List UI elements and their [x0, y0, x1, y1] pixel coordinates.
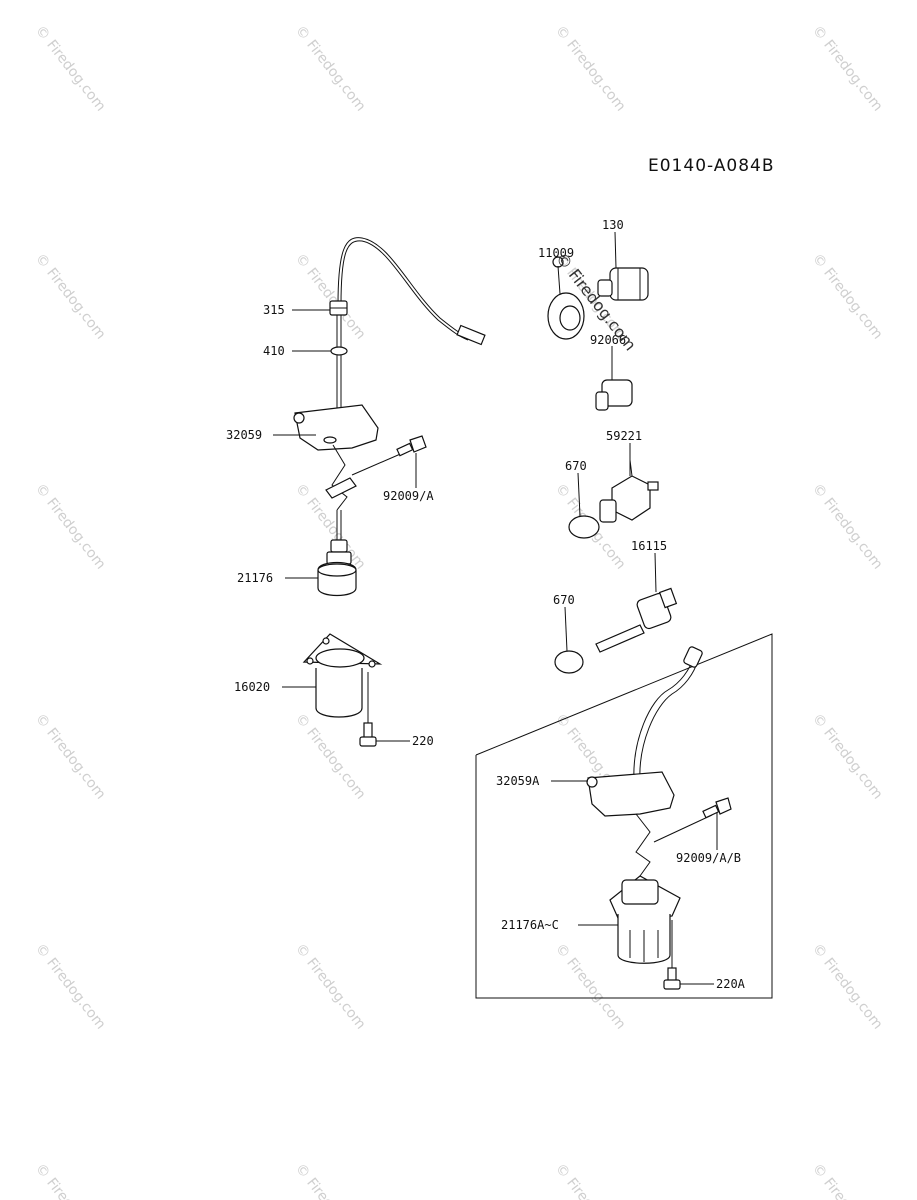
label-220a: 220A — [716, 977, 746, 991]
o-ring-icon-2 — [554, 650, 584, 674]
watermark-7: © Firedog.com — [809, 251, 886, 343]
watermark-11: © Firedog.com — [809, 481, 886, 573]
label-21176a-c: 21176A~C — [501, 918, 559, 932]
label-220: 220 — [412, 734, 434, 748]
label-410: 410 — [263, 344, 285, 358]
bolt-icon-2 — [702, 797, 732, 819]
watermark-5: © Firedog.com — [292, 251, 369, 343]
label-315: 315 — [263, 303, 285, 317]
label-670-lower: 670 — [553, 593, 575, 607]
bolt-icon — [396, 435, 427, 457]
screw-icon-2 — [663, 967, 681, 990]
label-130: 130 — [602, 218, 624, 232]
diagram-code: E0140-A084B — [648, 156, 775, 176]
watermark-22: © Firedog.com — [552, 1161, 629, 1200]
watermark-2: © Firedog.com — [552, 23, 629, 115]
watermark-13: © Firedog.com — [292, 711, 369, 803]
bracket-icon — [294, 404, 379, 451]
label-59221: 59221 — [606, 429, 642, 443]
label-32059: 32059 — [226, 428, 262, 442]
variant-assembly-box — [475, 633, 773, 999]
watermark-19: © Firedog.com — [809, 941, 886, 1033]
watermark-16: © Firedog.com — [32, 941, 109, 1033]
watermark-1: © Firedog.com — [292, 23, 369, 115]
watermark-15: © Firedog.com — [809, 711, 886, 803]
label-11009: 11009 — [538, 246, 574, 260]
cable-end-icon — [456, 324, 486, 346]
right-assembly — [547, 256, 678, 674]
label-16115: 16115 — [631, 539, 667, 553]
watermark-17: © Firedog.com — [292, 941, 369, 1033]
left-assembly — [293, 237, 486, 747]
watermark-8: © Firedog.com — [32, 481, 109, 573]
label-92009-a-b: 92009/A/B — [676, 851, 741, 865]
watermark-12: © Firedog.com — [32, 711, 109, 803]
watermark-4: © Firedog.com — [32, 251, 109, 343]
screw-icon — [359, 722, 377, 747]
leader-lines — [273, 231, 718, 985]
label-670-upper: 670 — [565, 459, 587, 473]
watermark-layer: © Firedog.com © Firedog.com © Firedog.com ©… — [32, 23, 886, 1200]
label-21176: 21176 — [237, 571, 273, 585]
label-16020: 16020 — [234, 680, 270, 694]
watermark-0: © Firedog.com — [32, 23, 109, 115]
switch-icon — [599, 459, 659, 523]
plug-icon — [597, 267, 649, 301]
label-92066: 92066 — [590, 333, 626, 347]
bracket-icon-2 — [587, 771, 675, 817]
sender-icon — [595, 587, 678, 653]
part-labels: 315 410 32059 92009/A 21176 16020 220 11… — [226, 218, 746, 991]
watermark-3: © Firedog.com — [809, 23, 886, 115]
washer-icon — [330, 346, 348, 356]
cap-icon — [595, 379, 633, 411]
watermark-18: © Firedog.com — [552, 941, 629, 1033]
label-32059a: 32059A — [496, 774, 540, 788]
watermark-23: © Firedog.com — [809, 1161, 886, 1200]
label-92009-a: 92009/A — [383, 489, 434, 503]
watermark-20: © Firedog.com — [32, 1161, 109, 1200]
watermark-21: © Firedog.com — [292, 1161, 369, 1200]
o-ring-icon — [568, 515, 600, 539]
